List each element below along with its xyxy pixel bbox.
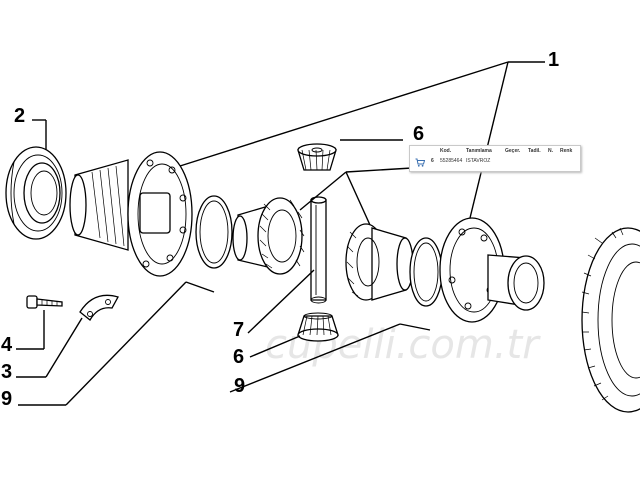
part-side-gear-left[interactable] (232, 197, 305, 275)
header-qty: N. (548, 148, 553, 154)
part-ring-gear[interactable] (581, 227, 640, 413)
header-color: Renk (560, 148, 573, 154)
callout-2: 2 (14, 105, 25, 127)
row-description: ISTAVROZ (466, 158, 491, 164)
callout-3: 3 (1, 361, 12, 383)
row-index: 6 (431, 158, 434, 164)
part-pinion-gear-bottom[interactable] (297, 312, 339, 342)
header-code: Kod. (440, 148, 452, 154)
part-pinion-gear-top[interactable] (297, 143, 337, 171)
row-code: 55285464 (440, 158, 463, 164)
header-replacement: Geçer. (505, 148, 521, 154)
cart-icon[interactable] (415, 158, 425, 167)
header-description: Tanımlama (466, 148, 492, 154)
parts-info-table: Kod. Tanımlama Geçer. Tadil. N. Renk 6 5… (409, 145, 581, 172)
callout-6-bottom: 6 (233, 346, 244, 368)
callout-9-right: 9 (234, 375, 245, 397)
part-bolt[interactable] (26, 295, 63, 309)
callout-1: 1 (548, 49, 559, 71)
part-pinion-shaft[interactable] (310, 196, 327, 304)
part-seal-ring[interactable] (5, 146, 67, 240)
part-lock-plate[interactable] (79, 294, 119, 321)
part-differential-housing-left[interactable] (69, 151, 193, 277)
callout-7: 7 (233, 319, 244, 341)
part-shim-ring-right[interactable] (409, 237, 443, 307)
callout-9-left: 9 (1, 388, 12, 410)
callout-6-top: 6 (413, 123, 424, 145)
header-mod: Tadil. (528, 148, 541, 154)
callout-4: 4 (1, 334, 13, 356)
leader-lines (16, 61, 545, 406)
table-row[interactable]: 6 55285464 ISTAVROZ (410, 158, 580, 167)
part-shim-ring-left[interactable] (195, 195, 233, 269)
part-differential-housing-right[interactable] (439, 217, 545, 323)
part-side-gear-right[interactable] (345, 223, 414, 301)
parts-table-header: Kod. Tanımlama Geçer. Tadil. N. Renk (410, 148, 580, 157)
